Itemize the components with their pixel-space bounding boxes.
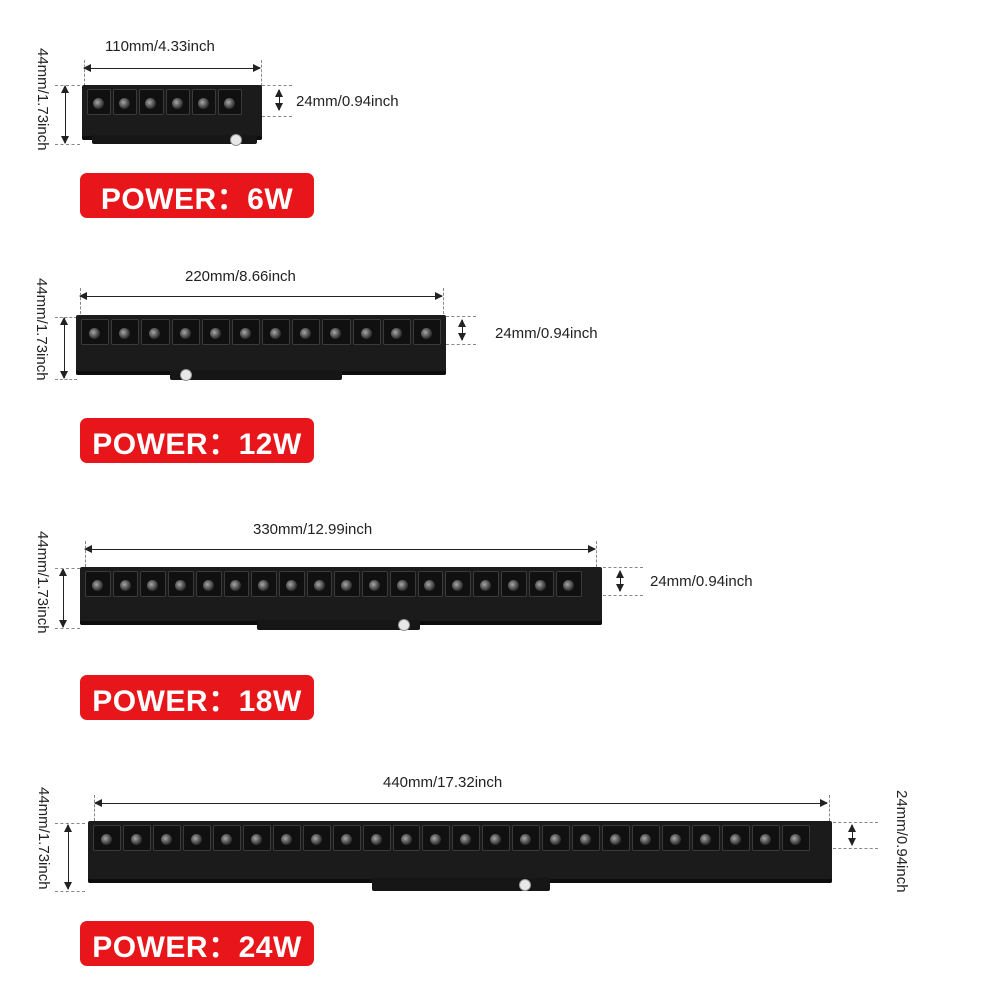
length-dimension-arrow — [83, 64, 261, 72]
power-badge: POWER：12W — [80, 418, 314, 463]
power-badge: POWER：18W — [80, 675, 314, 720]
width-label: 24mm/0.94inch — [893, 790, 910, 893]
width-label: 24mm/0.94inch — [296, 93, 399, 110]
screw-icon — [230, 134, 242, 146]
power-badge: POWER：6W — [80, 173, 314, 218]
length-dimension-arrow — [94, 799, 828, 807]
height-label: 44mm/1.73inch — [35, 787, 52, 890]
track-adapter — [372, 878, 550, 891]
width-label: 24mm/0.94inch — [650, 573, 753, 590]
height-label: 44mm/1.73inch — [34, 531, 51, 634]
length-label: 440mm/17.32inch — [383, 774, 503, 791]
track-adapter — [170, 370, 342, 380]
width-label: 24mm/0.94inch — [495, 325, 598, 342]
width-dimension-arrow — [616, 570, 624, 592]
power-badge: POWER：24W — [80, 921, 314, 966]
track-adapter — [257, 620, 420, 630]
light-fixture — [80, 567, 602, 625]
width-dimension-arrow — [848, 824, 856, 846]
length-dimension-arrow — [79, 292, 443, 300]
length-dimension-arrow — [84, 545, 596, 553]
light-fixture — [82, 85, 262, 140]
height-label: 44mm/1.73inch — [34, 48, 51, 151]
height-dimension-arrow — [60, 317, 68, 379]
height-dimension-arrow — [59, 568, 67, 628]
width-dimension-arrow — [458, 319, 466, 341]
light-fixture — [88, 821, 832, 883]
screw-icon — [519, 879, 531, 891]
height-label: 44mm/1.73inch — [33, 278, 50, 381]
screw-icon — [180, 369, 192, 381]
length-label: 220mm/8.66inch — [185, 268, 296, 285]
screw-icon — [398, 619, 410, 631]
length-label: 110mm/4.33inch — [105, 38, 215, 55]
track-adapter — [92, 135, 257, 144]
height-dimension-arrow — [61, 85, 69, 144]
height-dimension-arrow — [64, 824, 72, 890]
light-fixture — [76, 315, 446, 375]
width-dimension-arrow — [275, 89, 283, 111]
length-label: 330mm/12.99inch — [253, 521, 373, 538]
